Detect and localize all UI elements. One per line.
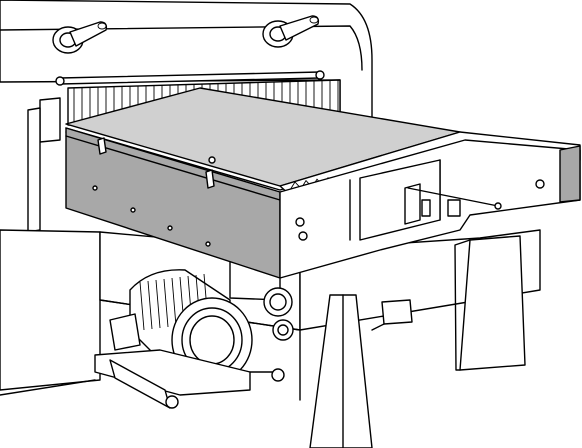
right-cam-knob-icon bbox=[262, 15, 320, 48]
lower-block bbox=[371, 299, 413, 331]
left-bracket bbox=[27, 97, 61, 233]
motor-cooling-fin bbox=[139, 281, 145, 331]
floor-line bbox=[0, 379, 96, 396]
motor-base-plate bbox=[94, 349, 285, 409]
motor-cooling-fin bbox=[147, 280, 153, 330]
motor-cooling-fin bbox=[155, 279, 161, 329]
left-cam-knob-icon bbox=[52, 21, 108, 54]
right-post bbox=[454, 235, 526, 371]
center-pedestal bbox=[309, 294, 373, 448]
pulley-rollers bbox=[263, 287, 294, 341]
motor-cooling-fin bbox=[163, 278, 169, 328]
top-rod bbox=[55, 70, 325, 86]
motor-cooling-fin bbox=[171, 277, 177, 327]
right-end-bar bbox=[559, 145, 581, 203]
right-housing bbox=[279, 139, 581, 279]
